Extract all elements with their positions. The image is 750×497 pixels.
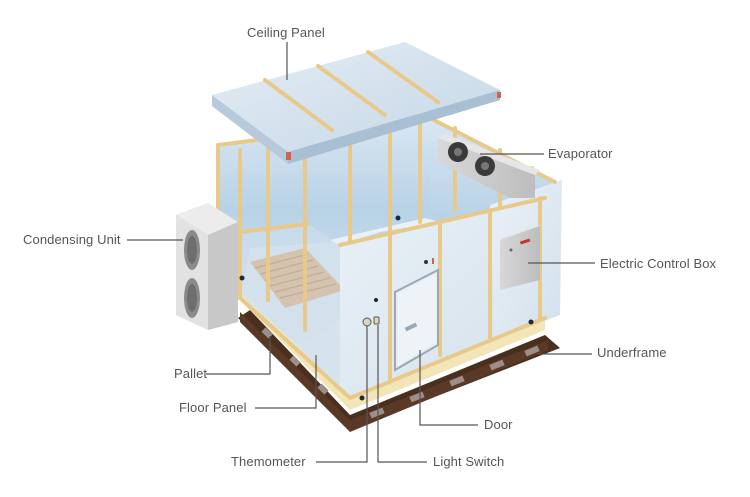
front-left-wall [240,224,340,345]
corner-bolts [239,215,534,401]
underframe [238,310,560,432]
label-floor-panel: Floor Panel [179,400,247,415]
condensing-unit [176,203,238,330]
label-electric-control-box: Electric Control Box [600,256,717,271]
label-pallet: Pallet [174,366,208,381]
ceiling-panel [212,42,501,164]
label-themometer: Themometer [231,454,306,469]
label-ceiling-panel: Ceiling Panel [247,25,325,40]
label-underframe: Underframe [597,345,667,360]
label-evaporator: Evaporator [548,146,613,161]
leader-lines [127,42,595,463]
door [394,258,439,372]
thermometer-device [362,317,372,327]
label-light-switch: Light Switch [433,454,505,469]
light-switch-device [373,298,380,325]
label-condensing-unit: Condensing Unit [23,232,121,247]
electric-control-box [500,224,543,290]
label-door: Door [484,417,513,432]
